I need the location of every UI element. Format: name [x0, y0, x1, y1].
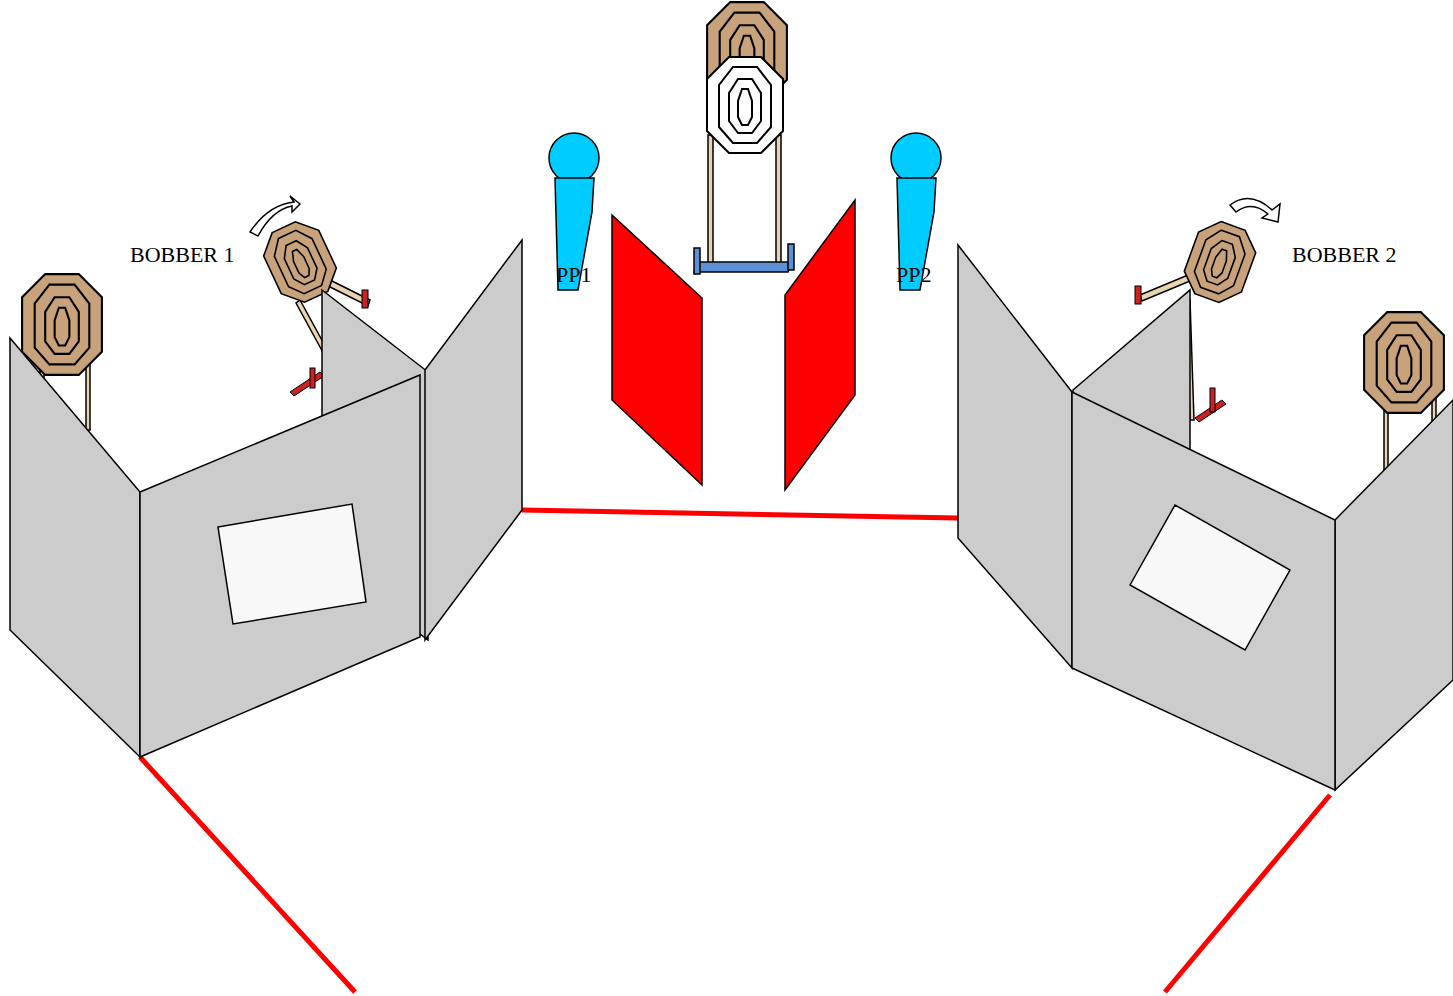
popper-label: PP2 — [896, 264, 931, 286]
target-label: BOBBER 1 — [130, 244, 235, 266]
target-label: BOBBER 2 — [1292, 244, 1397, 266]
popper-label: PP1 — [556, 264, 591, 286]
